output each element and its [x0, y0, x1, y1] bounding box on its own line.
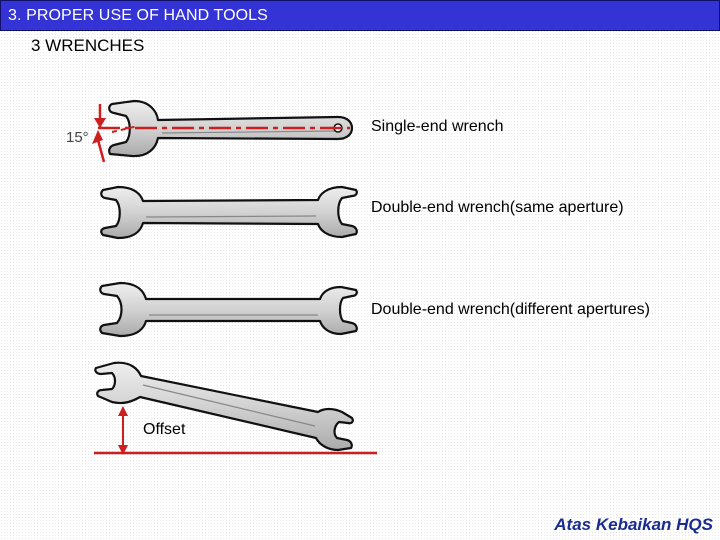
title-bar: 3. PROPER USE OF HAND TOOLS	[0, 0, 720, 31]
double-end-different-label: Double-end wrench(different apertures)	[371, 301, 650, 318]
offset-annotation	[94, 406, 377, 455]
credit-text: Atas Kebaikan HQS	[554, 515, 713, 534]
double-end-wrench-same-icon	[100, 185, 358, 240]
section-subtitle: 3 WRENCHES	[31, 36, 145, 55]
page-title: 3. PROPER USE OF HAND TOOLS	[8, 7, 268, 24]
double-end-wrench-different-icon	[99, 281, 358, 338]
angle-annotation	[92, 104, 350, 163]
single-end-wrench-label: Single-end wrench	[371, 118, 504, 135]
angle-label: 15°	[66, 129, 89, 146]
offset-wrench-icon	[94, 361, 354, 452]
offset-label: Offset	[143, 421, 186, 438]
double-end-same-label: Double-end wrench(same aperture)	[371, 199, 624, 216]
